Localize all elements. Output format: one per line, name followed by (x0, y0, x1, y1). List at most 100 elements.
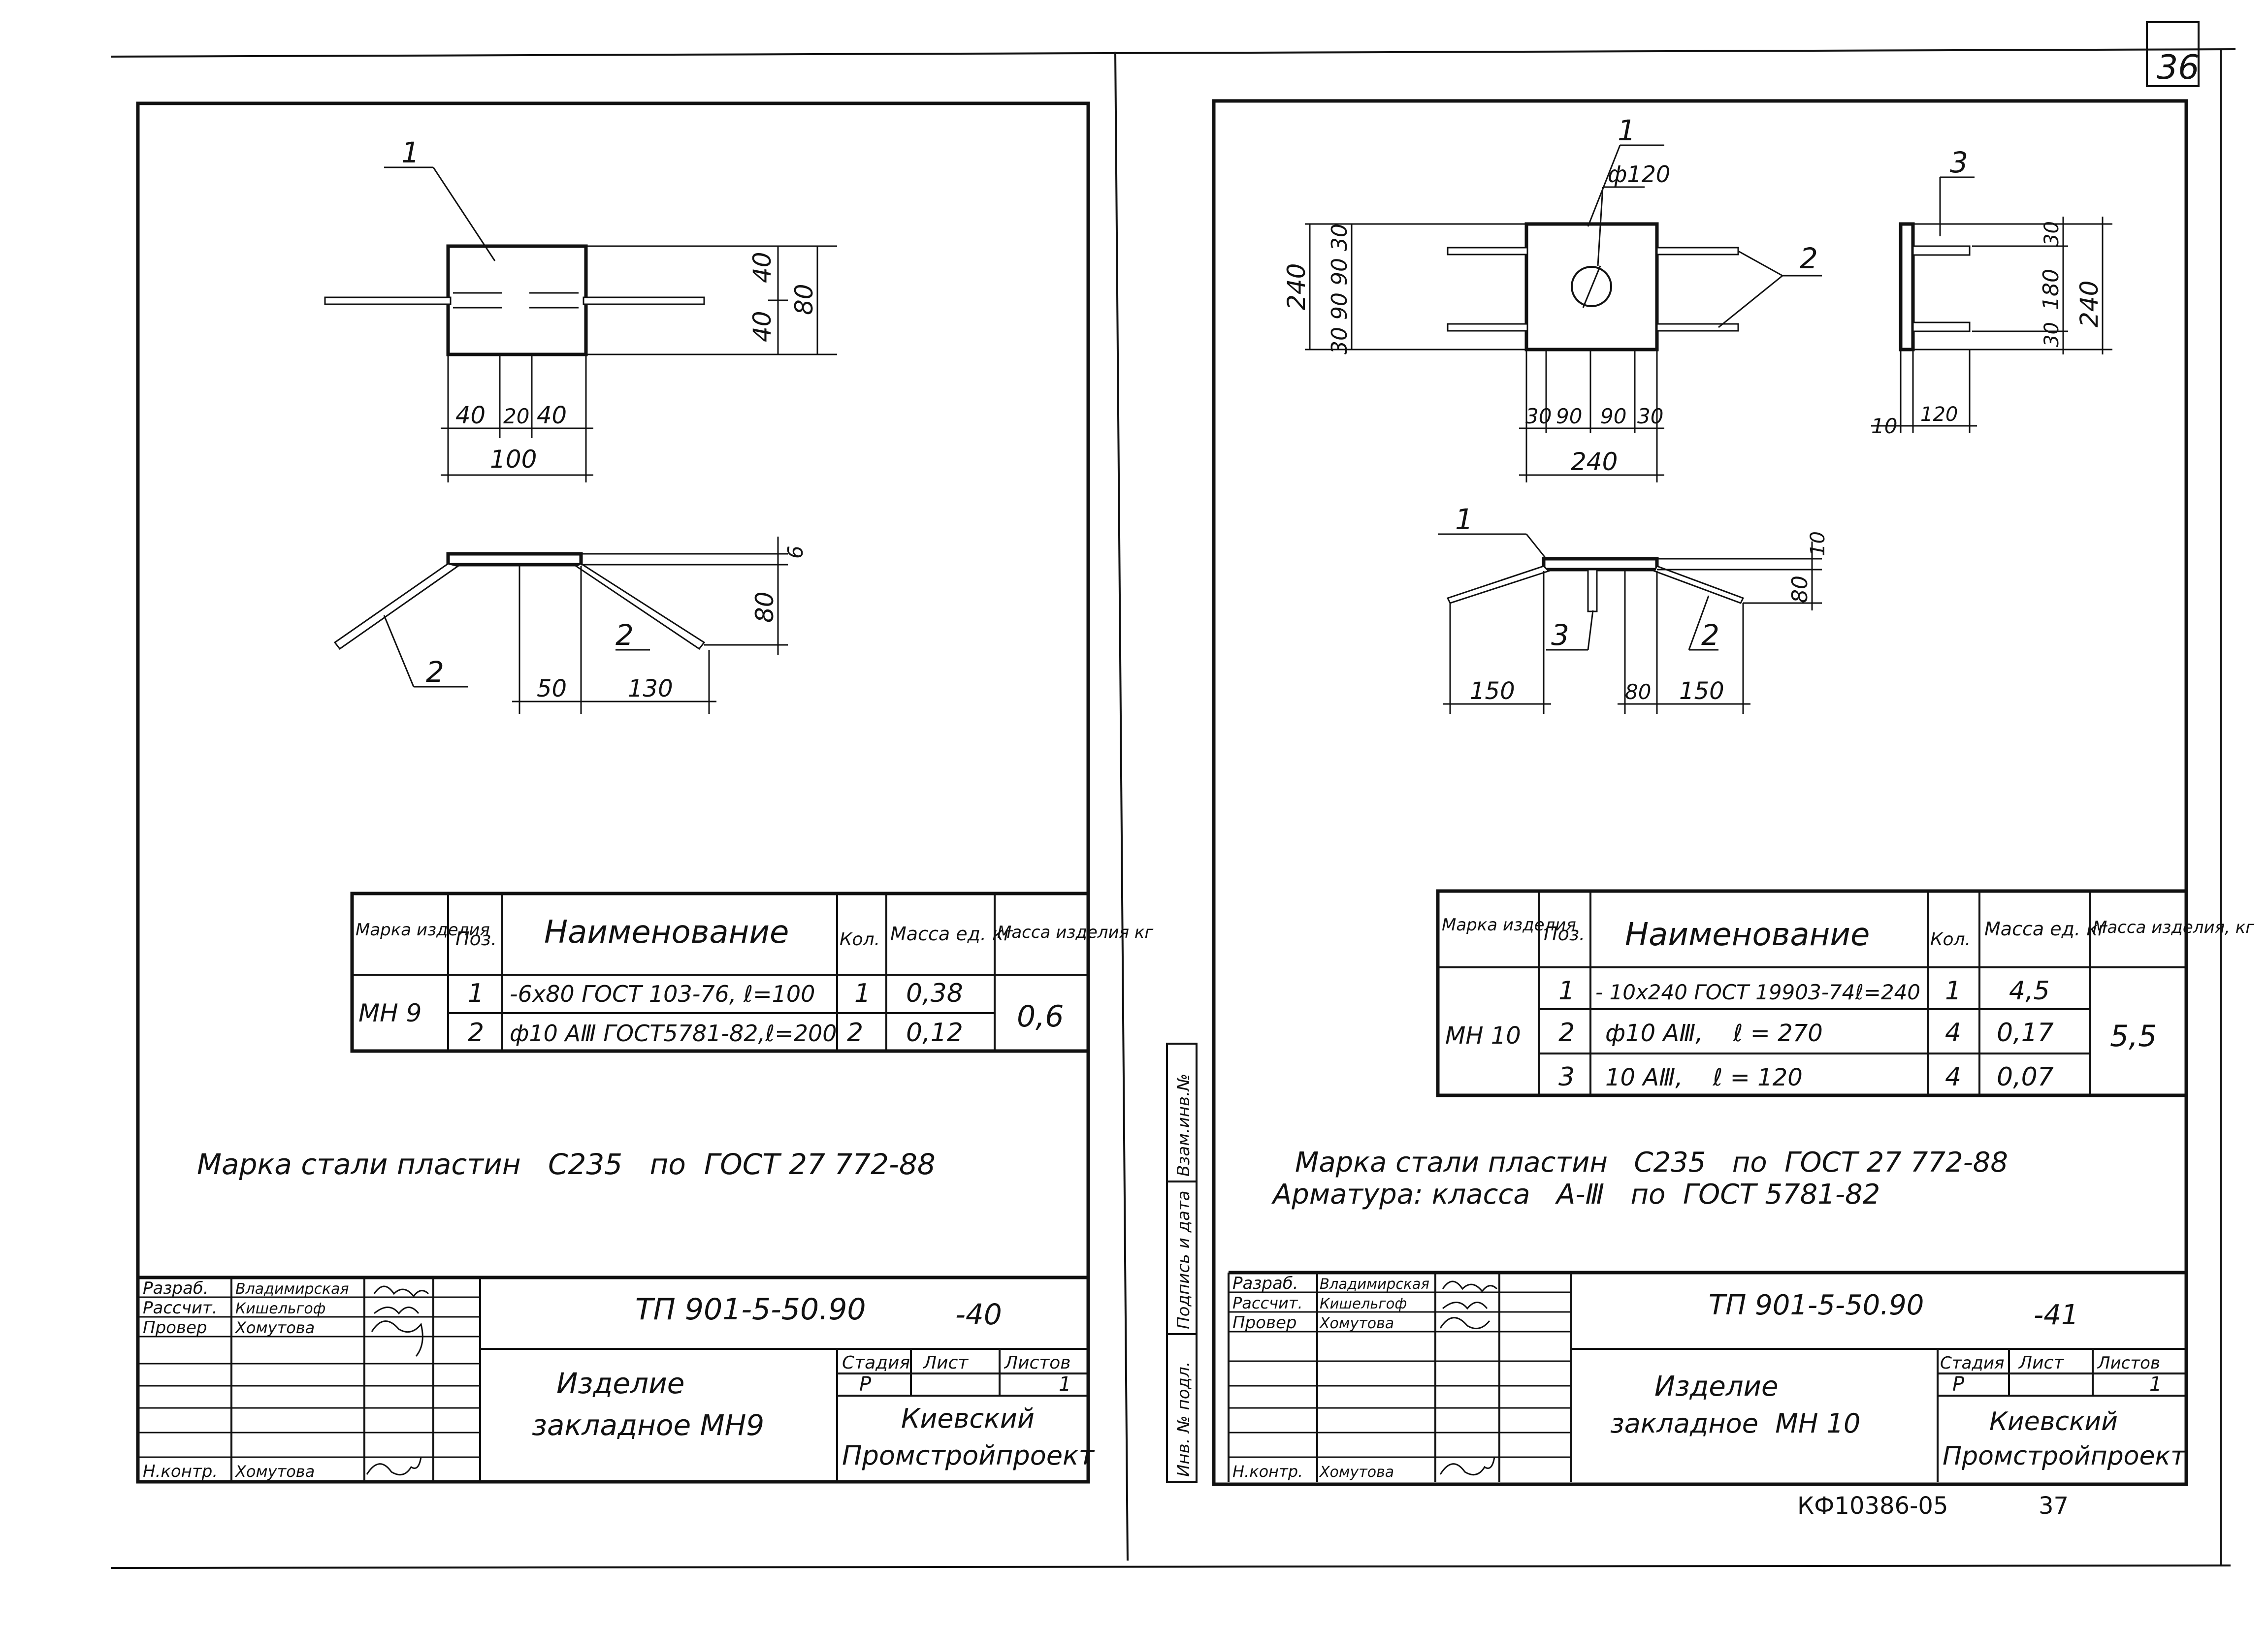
page-frame: 36 (110, 21, 2236, 1569)
dim-h-30-a: 30 (1525, 404, 1552, 428)
signature-2 (374, 1307, 420, 1315)
right-title-block: Разраб. Рассчит. Провер Н.контр. Владими… (1228, 1271, 2186, 1482)
tb-r-role-1: Разраб. (1232, 1274, 1298, 1293)
spec-header-qty: Кол. (840, 929, 880, 950)
spec-row-1-mass: 0,38 (906, 979, 963, 1008)
dim-120-sec: 120 (1920, 403, 1958, 426)
spec-r-row-3-mass: 0,07 (1997, 1062, 2054, 1092)
stamp-inv: Инв. № подл. (1174, 1361, 1194, 1477)
dim-dia-120: ф120 (1608, 161, 1670, 188)
spec-r-header-mass: Масса ед. кг (1984, 918, 2108, 940)
pos-3-label-r: 3 (1950, 146, 1968, 179)
spec-r-row-1-qty: 1 (1945, 976, 1961, 1006)
spec-header-total: Масса изделия кг (997, 923, 1154, 942)
signature-r-3 (1439, 1317, 1490, 1330)
left-sheet: 1 40 40 80 40 20 40 (136, 101, 1154, 1484)
stamp-strip: Инв. № подл. Подпись и дата Взам.инв.№ (1166, 1043, 1198, 1483)
dim-10-side-r: 10 (1807, 531, 1829, 556)
pos-2-label-b: 2 (426, 655, 444, 689)
tb-r-name-2: Кишельгоф (1320, 1295, 1407, 1312)
tb-title-1: Изделие (556, 1367, 684, 1400)
tb-role-3: Провер (143, 1318, 207, 1338)
rod-left (324, 296, 452, 305)
spec-row-1-qty: 1 (854, 979, 871, 1008)
anchor-side (1587, 569, 1598, 612)
right-note-1: Марка стали пластин С235 по ГОСТ 27 772-… (1295, 1147, 2008, 1179)
dim-80-side: 80 (750, 591, 779, 623)
left-note-1: Марка стали пластин С235 по ГОСТ 27 772-… (197, 1148, 936, 1181)
spec-mark: МН 9 (358, 999, 421, 1027)
plate-1-side (446, 552, 583, 567)
spec-header-pos: Поз. (455, 928, 497, 950)
tb-sheet-code: -40 (955, 1298, 1002, 1331)
signature-r-1 (1442, 1280, 1498, 1293)
signature-r-4 (1439, 1457, 1495, 1476)
pos-1-side-r: 1 (1455, 503, 1473, 536)
tb-r-list-header: Лист (2018, 1353, 2064, 1373)
dim-100: 100 (490, 445, 537, 474)
stamp-vzam: Взам.инв.№ (1174, 1074, 1194, 1177)
tb-role-2: Рассчит. (143, 1298, 218, 1318)
tb-r-title-1: Изделие (1654, 1371, 1778, 1403)
signature-r-2 (1442, 1302, 1488, 1310)
spec-r-row-3-pos: 3 (1558, 1062, 1575, 1092)
anchor-bottom (1912, 321, 1971, 332)
dim-10-sec: 10 (1871, 414, 1897, 438)
right-sheet: Инв. № подл. Подпись и дата Взам.инв.№ 1 (1166, 99, 2255, 1520)
dim-40-bottom: 40 (748, 311, 777, 342)
rod-bot-right (1656, 323, 1739, 332)
right-spec-table: Марка изделия Поз. Наименование Кол. Мас… (1436, 889, 2255, 1097)
dim-40-top: 40 (748, 252, 777, 283)
dim-180-sec: 180 (2039, 269, 2064, 310)
left-side-view: 6 80 2 2 50 130 (333, 537, 808, 714)
spec-r-row-1-pos: 1 (1558, 976, 1575, 1006)
dim-80-side-r: 80 (1787, 575, 1813, 603)
left-plan-view: 1 40 40 80 40 20 40 (324, 136, 837, 482)
spec-total: 0,6 (1017, 999, 1064, 1034)
rod-top-right (1656, 247, 1739, 255)
tb-r-name-3: Хомутова (1319, 1315, 1394, 1332)
dim-h-90-a: 90 (1556, 404, 1582, 428)
rod-left-bent-r (1446, 565, 1550, 604)
spec-r-row-1-name: - 10х240 ГОСТ 19903-74ℓ=240 (1595, 980, 1920, 1004)
tb-name-nkontr: Хомутова (234, 1462, 315, 1481)
pos-3-side-r: 3 (1551, 618, 1569, 652)
signature-4 (366, 1457, 422, 1476)
tb-r-stage: Р (1952, 1373, 1965, 1396)
dim-20: 20 (503, 404, 529, 428)
spec-r-row-2-qty: 4 (1945, 1018, 1961, 1048)
rod-left-bent (333, 563, 460, 650)
pos-2-label-r: 2 (1800, 242, 1818, 275)
anchor-top (1912, 245, 1971, 256)
signature-1 (373, 1285, 429, 1298)
stamp-sign: Подпись и дата (1174, 1190, 1194, 1329)
hole-120 (1571, 266, 1612, 307)
spec-row-2-pos: 2 (468, 1018, 484, 1048)
spec-r-row-3-qty: 4 (1945, 1062, 1961, 1092)
rod-right-bent (575, 563, 706, 650)
rod-right (583, 296, 705, 305)
right-section-view: 3 30 180 30 240 10 120 (1871, 146, 2112, 438)
dim-150-b: 150 (1679, 677, 1724, 705)
tb-stage: Р (859, 1373, 872, 1396)
spec-r-mark: МН 10 (1445, 1022, 1521, 1050)
spec-r-row-1-mass: 4,5 (2009, 976, 2050, 1006)
plate-1 (446, 244, 588, 356)
dim-240-left: 240 (1282, 263, 1311, 310)
tb-name-1: Владимирская (235, 1280, 349, 1298)
tb-r-name-1: Владимирская (1320, 1276, 1429, 1292)
spec-r-header-mark: Марка изделия (1442, 915, 1576, 935)
dim-30-sec-a: 30 (2041, 221, 2063, 246)
dim-50: 50 (537, 675, 567, 702)
rod-bot-left (1447, 323, 1528, 332)
left-title-block: Разраб. Рассчит. Провер Н.контр. Владими… (138, 1276, 1095, 1482)
tb-role-nkontr: Н.контр. (143, 1462, 218, 1481)
tb-title-2: закладное МН9 (532, 1408, 764, 1442)
tb-r-org-1: Киевский (1989, 1407, 2118, 1436)
tb-lists: 1 (1059, 1373, 1071, 1396)
left-spec-table: Марка изделия Поз. Наименование Кол. Мас… (350, 892, 1154, 1053)
dim-80-b: 80 (1625, 680, 1651, 704)
dim-h-90-b: 90 (1600, 404, 1626, 428)
spec-header-name: Наименование (544, 914, 789, 951)
